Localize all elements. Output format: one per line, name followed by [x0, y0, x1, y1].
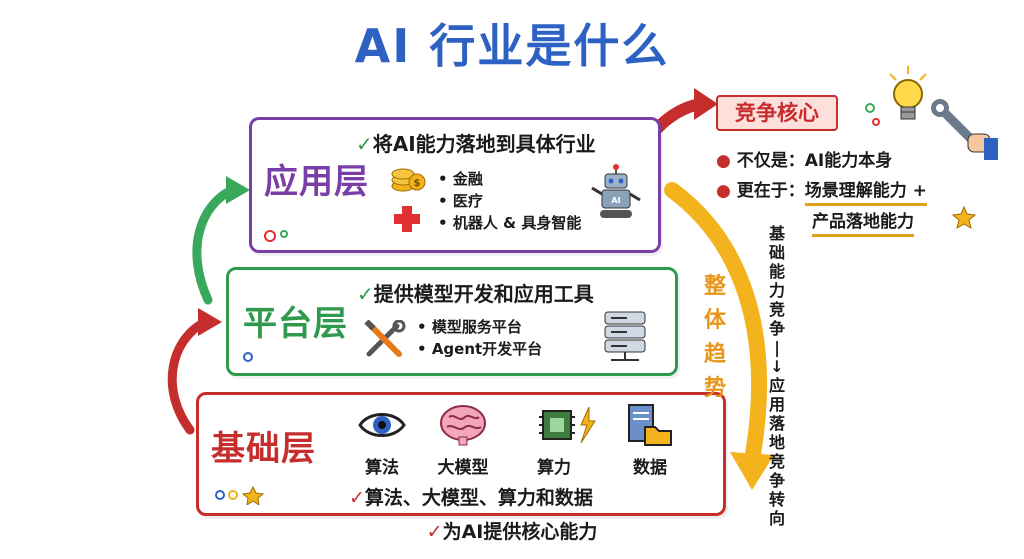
core-line-1-text: 不仅是：AI能力本身	[736, 151, 893, 171]
lightbulb-icon	[889, 66, 927, 120]
application-items: 金融 医疗 机器人 & 具身智能	[438, 168, 582, 234]
icon-label-data: 数据	[633, 458, 667, 478]
eye-icon	[358, 413, 406, 437]
arrow-base-to-platform	[167, 317, 210, 435]
decor-circles-top	[865, 103, 880, 126]
core-line-2-emph: 场景理解能力 +	[804, 181, 927, 206]
application-layer: 应用层 ✓将AI能力落地到具体行业 $ 金融 医疗 机器人 & 具身智能 AI	[249, 117, 661, 253]
application-headline: 将AI能力落地到具体行业	[372, 132, 596, 156]
wrench-hand-icon	[931, 99, 998, 160]
list-item: 机器人 & 具身智能	[438, 212, 582, 234]
svg-text:AI: AI	[611, 196, 620, 205]
medical-cross-icon	[394, 206, 420, 232]
page-title: AI 行业是什么	[354, 19, 670, 73]
icon-label-algorithm: 算法	[365, 458, 399, 478]
folder-db-icon	[628, 404, 672, 446]
foundation-summary: 算法、大模型、算力和数据	[364, 487, 593, 509]
trend-arrow	[664, 182, 768, 468]
footer-caption: ✓为AI提供核心能力	[0, 517, 1024, 544]
platform-layer-title: 平台层	[243, 304, 348, 344]
tools-icon	[364, 320, 406, 357]
chip-icon	[539, 406, 596, 444]
check-icon: ✓	[426, 521, 443, 543]
icon-label-model: 大模型	[437, 458, 489, 478]
list-item: 模型服务平台	[417, 316, 542, 338]
check-icon: ✓	[356, 132, 373, 156]
foundation-layer-title: 基础层	[211, 429, 316, 469]
core-line-2: ● 更在于：场景理解能力 +	[716, 176, 927, 206]
platform-layer: 平台层 ✓提供模型开发和应用工具 模型服务平台 Agent开发平台	[226, 267, 678, 376]
trend-label: 整体趋势	[703, 274, 726, 401]
icon-label-compute: 算力	[537, 458, 571, 478]
platform-items: 模型服务平台 Agent开发平台	[417, 316, 542, 360]
check-icon: ✓	[357, 282, 374, 306]
brain-icon	[440, 405, 486, 446]
check-icon: ✓	[349, 487, 365, 509]
core-line-3: 产品落地能力	[812, 207, 914, 237]
application-layer-title: 应用层	[264, 162, 369, 202]
list-item: 金融	[438, 168, 581, 190]
svg-text:$: $	[414, 178, 421, 189]
core-title-box: 竞争核心	[716, 95, 838, 131]
decor-circles-star	[215, 485, 265, 505]
arrow-base-to-platform-head	[198, 308, 222, 336]
list-item: Agent开发平台	[417, 338, 542, 360]
core-line-3-text: 产品落地能力	[812, 212, 914, 237]
server-icon	[604, 311, 646, 361]
coins-icon: $	[391, 168, 426, 192]
list-item: 医疗	[438, 190, 581, 212]
arrow-platform-to-app	[192, 185, 237, 305]
arrow-app-to-core-head	[694, 88, 718, 120]
robot-icon: AI	[591, 164, 641, 218]
trend-text: 基础能力竞争|↓应用落地竞争转向	[768, 224, 785, 528]
trend-arrow-head	[730, 452, 774, 490]
platform-headline: 提供模型开发和应用工具	[373, 282, 594, 306]
core-line-1: ● 不仅是：AI能力本身	[716, 151, 893, 171]
arrow-platform-to-app-head	[226, 176, 250, 204]
footer-text: 为AI提供核心能力	[442, 521, 598, 543]
star-icon	[952, 206, 976, 230]
core-line-2-prefix: 更在于：	[736, 181, 805, 201]
decor-circle	[243, 352, 253, 362]
foundation-layer: 基础层 算法 大模型 算力 数据 ✓算法、大模型、算力和数据	[196, 392, 726, 516]
decor-circles	[264, 230, 288, 242]
